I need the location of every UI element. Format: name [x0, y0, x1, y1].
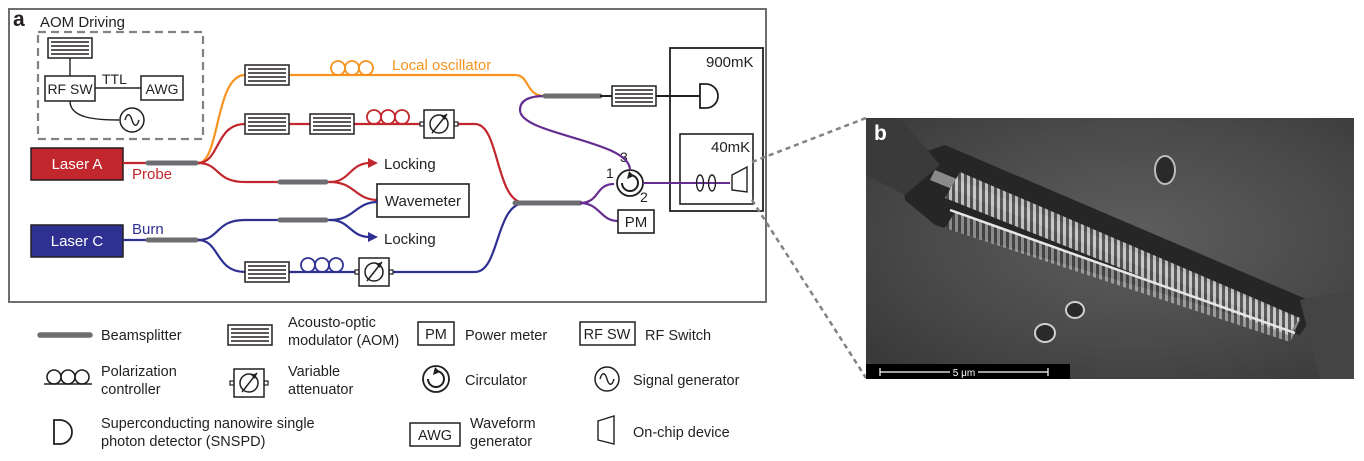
nanobeam: [949, 208, 1296, 335]
snspd-icon: [699, 83, 719, 109]
legend-power-meter: Power meter: [465, 328, 547, 344]
legend-va-line2: attenuator: [288, 382, 353, 398]
legend-rfsw-icon: [579, 321, 636, 346]
power-meter-box: [617, 209, 655, 234]
circulator-port-2: 2: [640, 189, 648, 205]
temp-40mk-label: 40mK: [711, 139, 750, 156]
signal-gen-wire: [69, 100, 120, 121]
scale-bar-label: 5 μm: [953, 368, 975, 379]
variable-attenuator-probe: [419, 109, 459, 139]
on-chip-device-icon: [731, 165, 748, 193]
wavemeter-box: [376, 183, 470, 218]
panel-b: b 5 μm: [750, 116, 1354, 379]
aom-probe-1: [244, 113, 290, 135]
legend-aom-line2: modulator (AOM): [288, 333, 399, 349]
circulator-port-1: 1: [606, 165, 614, 181]
legend-pm-symbol: PM: [425, 327, 447, 343]
legend-on-chip: On-chip device: [633, 425, 730, 441]
legend-pol-line2: controller: [101, 382, 161, 398]
power-meter-label: PM: [625, 214, 648, 231]
legend-awg-icon: [409, 422, 461, 447]
legend-awg-symbol: AWG: [418, 428, 452, 444]
zoom-line-bottom: [750, 199, 868, 379]
zoom-line-top: [751, 116, 867, 164]
awg-label: AWG: [146, 81, 179, 97]
legend-wf-line2: generator: [470, 434, 532, 450]
aom-burn: [244, 261, 290, 283]
aom-probe-2: [309, 113, 355, 135]
legend-snspd-line1: Superconducting nanowire single: [101, 416, 315, 432]
aom-icon: [47, 37, 93, 59]
legend-pol-icon: [46, 369, 90, 385]
cryostat-900mk-box: [669, 47, 764, 212]
local-oscillator-label: Local oscillator: [392, 57, 491, 74]
temp-900mk-label: 900mK: [706, 54, 754, 71]
locking-bottom-label: Locking: [384, 231, 436, 248]
pol-controller-probe: [366, 109, 410, 125]
pol-controller-lo: [330, 60, 374, 76]
legend-snspd-icon: [53, 419, 73, 445]
legend-rfsw-symbol: RF SW: [584, 327, 631, 343]
legend-circulator: Circulator: [465, 373, 527, 389]
legend-rf-switch: RF Switch: [645, 328, 711, 344]
aom-driving-title: AOM Driving: [40, 14, 125, 31]
cryostat-40mk-box: [679, 133, 754, 205]
legend-signal-generator: Signal generator: [633, 373, 740, 389]
legend-aom-icon: [227, 324, 273, 346]
panel-b-letter: b: [874, 122, 887, 145]
laser-a: [30, 147, 124, 181]
legend: Beamsplitter Acousto-optic modulator (AO…: [37, 315, 740, 450]
lens-2: [707, 174, 717, 192]
laser-a-label: Laser A: [52, 156, 103, 173]
legend-snspd-line2: photon detector (SNSPD): [101, 434, 265, 450]
legend-pol-line1: Polarization: [101, 364, 177, 380]
legend-on-chip-icon: [597, 415, 615, 445]
laser-c: [30, 224, 124, 258]
awg-box: [140, 75, 184, 101]
legend-wf-line1: Waveform: [470, 416, 536, 432]
locking-top-label: Locking: [384, 156, 436, 173]
pol-controller-burn: [300, 257, 344, 273]
circulator-port-3: 3: [620, 149, 628, 165]
aom-lo: [244, 64, 290, 86]
laser-c-label: Laser C: [51, 233, 104, 250]
legend-circulator-icon: [422, 365, 450, 393]
burn-label: Burn: [132, 221, 164, 238]
variable-attenuator-burn: [354, 257, 394, 287]
panel-a-letter: a: [13, 8, 25, 31]
probe-label: Probe: [132, 166, 172, 183]
nanobeam-teeth: [945, 172, 1300, 335]
ttl-label: TTL: [102, 71, 127, 87]
legend-va-icon: [229, 368, 269, 398]
wavemeter-label: Wavemeter: [385, 193, 461, 210]
legend-beamsplitter: Beamsplitter: [101, 328, 182, 344]
legend-aom-line1: Acousto-optic: [288, 315, 376, 331]
legend-pm-icon: [417, 321, 455, 346]
panel-a: a AOM Driving RF SW TTL AWG Laser A Lase…: [8, 8, 767, 303]
legend-va-line1: Variable: [288, 364, 340, 380]
aom-detect: [611, 85, 657, 107]
rf-switch-label: RF SW: [47, 81, 93, 97]
lens-1: [695, 174, 705, 192]
rf-switch-box: [44, 75, 96, 102]
panel-a-frame: [8, 8, 767, 303]
aom-driving-box: [36, 30, 205, 141]
